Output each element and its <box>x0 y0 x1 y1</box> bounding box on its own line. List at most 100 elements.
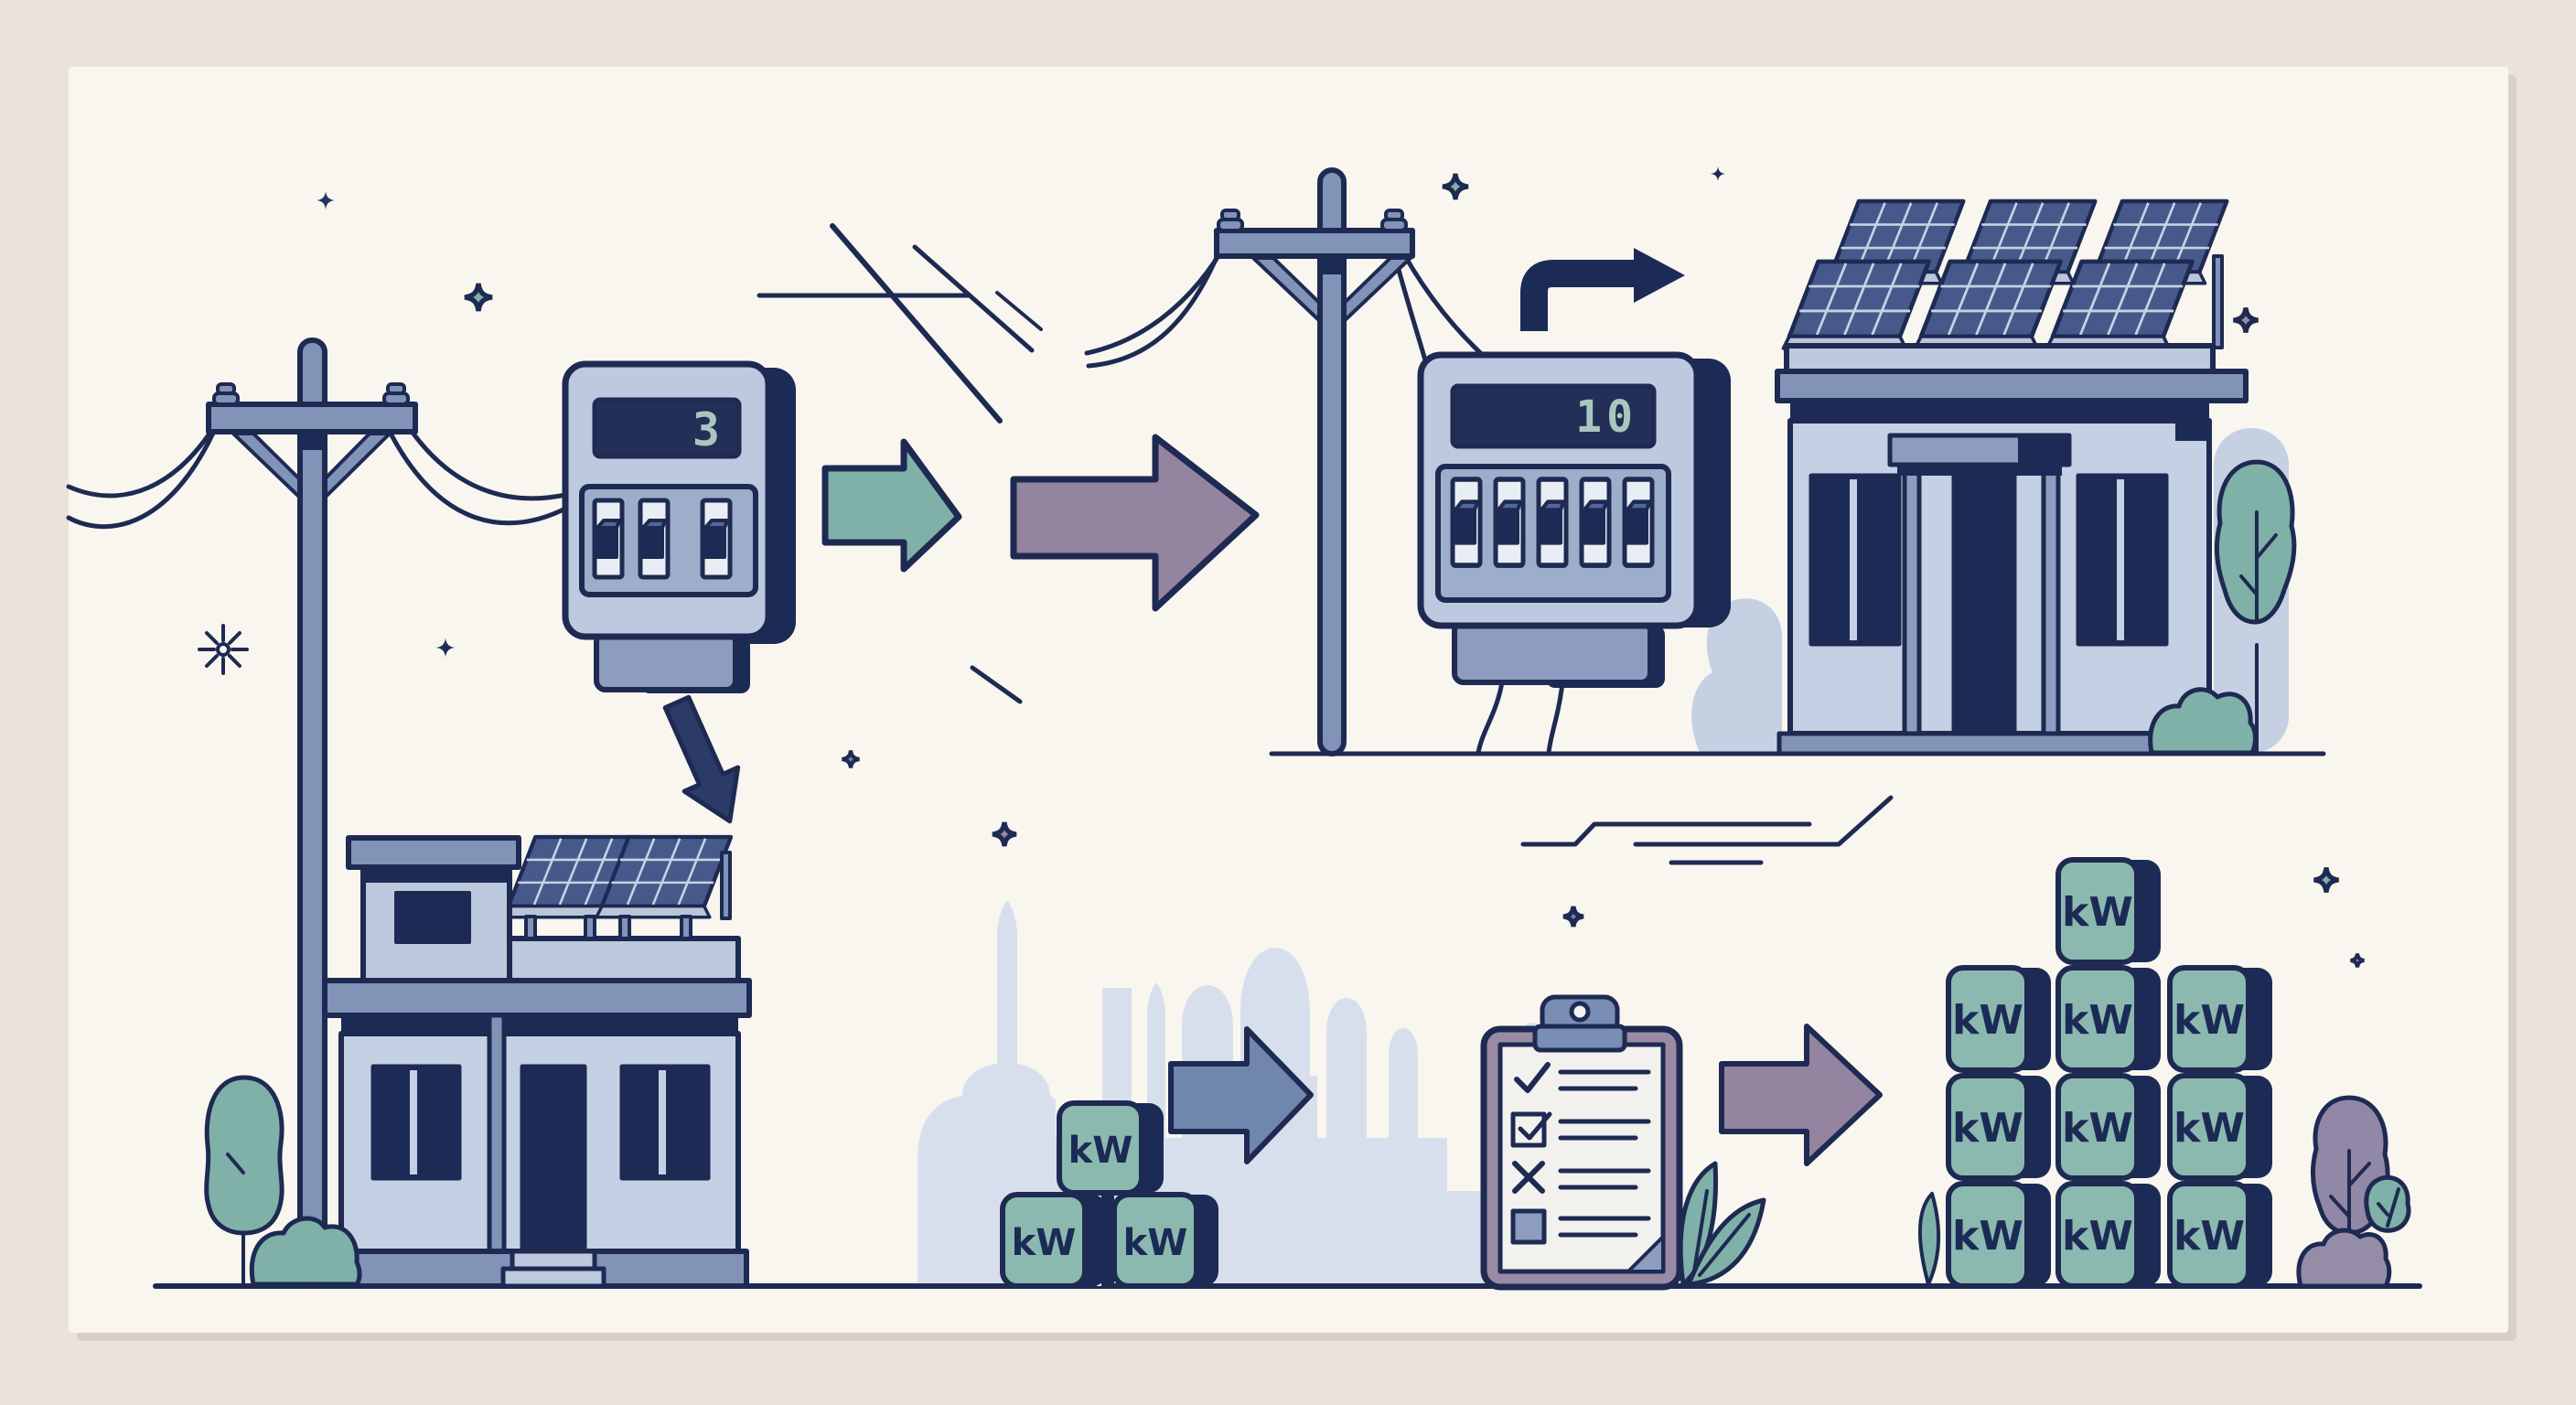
door <box>520 1064 587 1254</box>
kw-block <box>1946 1181 2030 1289</box>
insulator-icon <box>382 382 410 406</box>
kw-block <box>2167 1073 2251 1181</box>
bush-icon <box>2296 1228 2392 1289</box>
flow-arrow-green <box>821 438 962 573</box>
step <box>500 1266 606 1289</box>
clipboard-checklist <box>1480 994 1766 1291</box>
checkbox-checked-icon <box>1510 1111 1547 1148</box>
house-with-solar-right <box>1775 201 2297 756</box>
switch-icon <box>1625 479 1652 565</box>
parapet <box>1784 343 2216 374</box>
meter-base <box>1452 619 1653 685</box>
down-arrow-icon <box>662 694 741 824</box>
step <box>510 1249 597 1271</box>
post <box>487 1013 507 1254</box>
kw-block <box>2055 857 2140 965</box>
insulator-icon <box>212 382 240 406</box>
eave <box>1775 369 2249 403</box>
insulator-icon <box>1217 209 1244 232</box>
speed-lines <box>757 223 1043 704</box>
sparkles <box>198 166 2365 968</box>
kw-pyramid: kW kW kW <box>1000 1100 1218 1289</box>
leaf-icon <box>1917 1192 1941 1286</box>
meter-display <box>592 397 742 459</box>
switch-icon <box>1582 479 1609 565</box>
clip <box>1532 1024 1627 1053</box>
check-icon <box>1514 1062 1551 1093</box>
bush-icon <box>249 1216 362 1287</box>
tree-icon <box>2214 459 2297 754</box>
meter-base <box>594 630 738 692</box>
svg-text:kW: kW <box>1952 997 2023 1044</box>
checkbox-check <box>1518 1111 1552 1141</box>
kw-block <box>1057 1100 1144 1196</box>
meter-wire <box>1546 680 1565 756</box>
svg-text:kW: kW <box>1012 1222 1077 1264</box>
left-utility-pole <box>66 338 568 1289</box>
svg-text:kW: kW <box>2174 1213 2245 1260</box>
svg-text:kW: kW <box>2062 1213 2133 1260</box>
kw-stacks: kW kW kW kW kW kW kW kW kW <box>1917 857 2411 1289</box>
grid-meter: 3 <box>562 360 796 693</box>
meter-reading: 3 <box>692 403 724 456</box>
kw-block <box>1111 1192 1199 1289</box>
svg-text:kW: kW <box>2174 1105 2245 1152</box>
tree-icon <box>2311 1095 2411 1286</box>
tree-icon <box>204 1075 284 1286</box>
zigzag-lines <box>1520 795 1894 865</box>
svg-text:kW: kW <box>1952 1105 2023 1152</box>
svg-text:kW: kW <box>1952 1213 2023 1260</box>
switch-icon <box>1453 479 1480 565</box>
svg-text:kW: kW <box>1068 1130 1133 1172</box>
power-line <box>66 404 229 499</box>
kw-block <box>1946 1073 2030 1181</box>
house-with-solar-left <box>204 837 752 1289</box>
switch-icon <box>1496 479 1523 565</box>
insulator-icon <box>1380 209 1408 232</box>
list-line <box>1558 1216 1651 1238</box>
switch-icon <box>703 500 730 577</box>
square-icon <box>1510 1208 1547 1245</box>
cloud <box>1691 598 1783 753</box>
porch-column <box>1902 462 1922 736</box>
sunburst-icon <box>198 624 249 675</box>
kw-block <box>2055 1181 2140 1289</box>
flow-arrow-mauve-2 <box>1719 1024 1883 1166</box>
roof-slab <box>322 978 752 1018</box>
kw-stack-left: kW kW kW <box>1946 965 2051 1289</box>
svg-text:kW: kW <box>1123 1222 1188 1264</box>
leaf-icon <box>1678 1161 1766 1287</box>
power-line <box>381 418 568 526</box>
kw-stack-middle: kW kW kW kW <box>2055 857 2161 1289</box>
folded-corner <box>1626 1235 1665 1273</box>
meter-wire <box>1476 680 1505 756</box>
switch-icon <box>640 500 668 577</box>
window <box>394 891 471 944</box>
list-line <box>1558 1119 1651 1141</box>
bush-icon <box>2148 687 2258 756</box>
door <box>1951 473 2017 736</box>
kw-block <box>2055 965 2140 1073</box>
svg-text:kW: kW <box>2174 997 2245 1044</box>
right-utility-pole <box>1084 167 1489 756</box>
flow-arrow-mauve <box>1010 434 1260 612</box>
kw-block <box>2167 965 2251 1073</box>
power-line <box>1086 237 1227 369</box>
kw-stack-right: kW kW kW <box>2167 965 2272 1289</box>
list-line <box>1558 1168 1651 1190</box>
power-line <box>66 416 222 530</box>
kw-block <box>1000 1192 1088 1289</box>
upgraded-meter: 10 <box>1417 351 1731 756</box>
porch-column <box>2041 462 2061 736</box>
switch-icon <box>595 500 622 577</box>
kw-block <box>2167 1181 2251 1289</box>
svg-text:kW: kW <box>2062 1105 2133 1152</box>
svg-text:kW: kW <box>2062 997 2133 1044</box>
clip-hole <box>1569 1001 1591 1023</box>
elbow-arrow-icon <box>1520 248 1685 331</box>
kw-block <box>2055 1073 2140 1181</box>
flow-arrow-blue <box>1168 1026 1314 1164</box>
switch-icon <box>1539 479 1566 565</box>
